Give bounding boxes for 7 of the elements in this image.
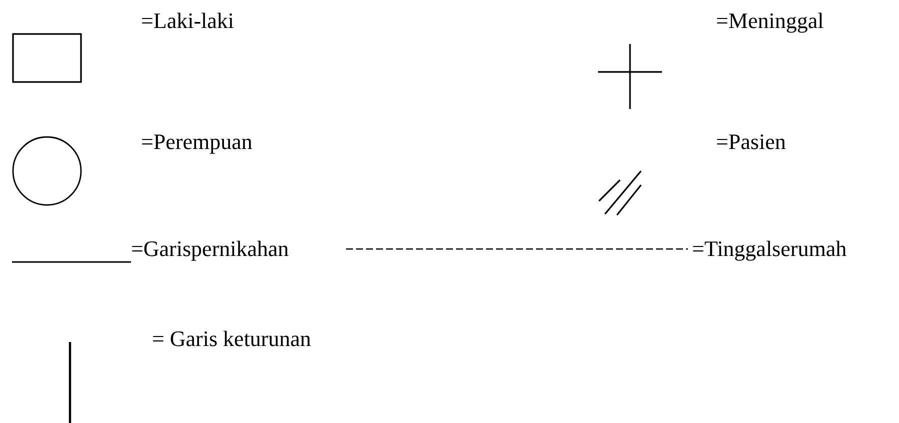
legend-label: = Garis keturunan: [152, 326, 312, 352]
legend-label: =Laki-laki: [141, 8, 234, 34]
legend-label: =Perempuan: [141, 129, 252, 155]
legend-label: =Garispernikahan: [131, 236, 289, 262]
legend-label: =Pasien: [716, 129, 786, 155]
legend-label: =Meninggal: [716, 8, 824, 34]
legend-label: =Tinggalserumah: [692, 236, 847, 262]
